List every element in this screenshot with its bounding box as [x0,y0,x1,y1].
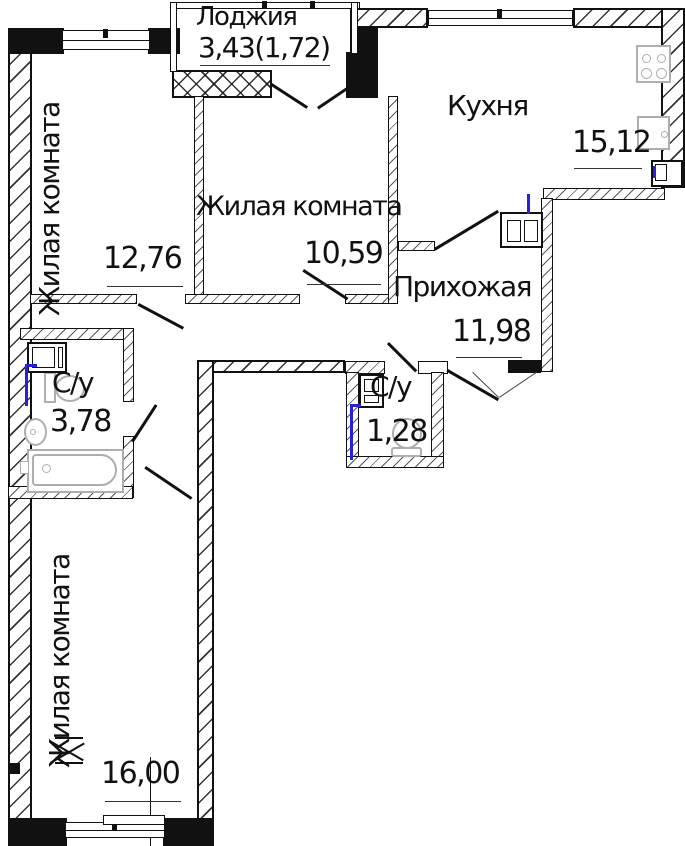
room-area-living3: 16,00 [101,756,181,791]
loggia-glazing-left [170,2,177,72]
room-label-living2: Жилая комната [196,191,403,222]
wall-hall-right [541,198,553,372]
bath-door-leaf [131,404,158,443]
area-underline [105,801,181,802]
burner-icon [641,68,652,79]
room-area-bath: 3,78 [50,404,112,439]
shaft-cell [507,220,521,242]
area-underline [574,168,642,169]
glazing-tick [262,1,267,9]
cross-mark-cap [55,762,83,764]
ventilation-shaft-icon [500,212,543,248]
wall-wc-top [345,361,385,374]
wc-door-leaf [386,342,418,373]
room-label-living1: Жилая комната [33,102,66,316]
area-underline [200,65,330,66]
wall-kitchen-top-right [573,8,685,28]
plumbing-riser [25,364,28,406]
kitchen-door-leaf [434,209,499,251]
bathtub-drain [42,464,51,473]
room-area-hall: 11,98 [452,314,532,349]
wall-loggia-right-pier [346,52,378,98]
wall-bottom-left [8,818,67,846]
area-underline [307,284,381,285]
washing-machine-icon [27,342,67,373]
room-label-hall: Прихожая [393,270,532,303]
wall-exterior-left [8,28,32,846]
room-label-wc: С/у [370,370,413,403]
stove-icon [636,45,671,83]
room-label-living3: Жилая комната [43,554,76,768]
shaft-cell [655,164,667,181]
sink-icon [637,116,670,150]
wall-top-left-a [8,28,64,54]
burner-icon [656,68,667,79]
room-area-wc: 1,28 [366,414,428,449]
glazing-tick [310,1,315,9]
bathtub-icon [27,449,124,493]
cross-mark-cap [55,737,83,739]
wall-living1-bottom [30,294,137,304]
washer-drum [32,347,55,368]
wall-kitchen-pass-stub [398,241,435,251]
balcony-door-left-leaf [270,83,309,109]
living3-door-leaf [144,466,193,500]
washer-panel [58,347,63,368]
plumbing-riser [350,404,361,407]
wall-wc-bottom [346,456,444,468]
ventilation-shaft-icon [651,160,683,187]
room-area-living1: 12,76 [103,241,183,276]
room-area-kitchen: 15,12 [572,125,652,160]
water-heater-icon [359,374,384,408]
window-tick [497,9,502,18]
wall-bath-top [20,328,133,340]
wall-living2-right [388,96,398,304]
cabinet-cell [364,395,379,403]
loggia-glazing-right [351,2,358,54]
entry-door-swing [499,371,537,398]
plumbing-riser [350,406,353,460]
wall-living3-right [197,360,214,832]
plumbing-riser [653,166,656,178]
plumbing-riser [25,364,37,367]
room-area-living2: 10,59 [304,236,384,271]
burner-icon [642,54,651,63]
wall-living2-bottom [185,294,300,304]
shaft-cell [524,220,538,242]
plumbing-riser [527,194,530,214]
bathtub-inner [32,454,117,486]
wall-hall-bottom [197,360,345,373]
toilet-icon [55,375,85,402]
area-underline [107,286,183,287]
window-tick [103,29,108,38]
room-label-loggia: Лоджия [196,2,298,32]
area-underline [456,357,522,358]
window-tick [112,821,117,830]
living1-door-leaf [137,303,185,330]
room-label-bath: С/у [52,366,95,399]
wall-loggia-bottom [172,70,272,98]
faucet-icon [661,131,668,138]
wall-kitchen-bottom-right [543,188,665,200]
toilet-icon [392,418,422,449]
wall-kitchen-top-left [350,8,428,28]
burner-icon [657,54,666,63]
toilet-icon [391,447,422,457]
radiator-icon [103,815,165,825]
bath-tap-icon [20,461,29,474]
wall-wc-right [431,372,444,468]
room-area-loggia: 3,43(1,72) [198,31,331,64]
wall-entry-right-piece [508,360,541,373]
basin-drain [30,429,36,435]
wall-left-jog [8,763,20,774]
cabinet-cell [364,379,379,392]
wall-bottom-right [163,818,214,846]
wall-bath-right-a [123,328,134,402]
room-label-kitchen: Кухня [447,89,529,122]
